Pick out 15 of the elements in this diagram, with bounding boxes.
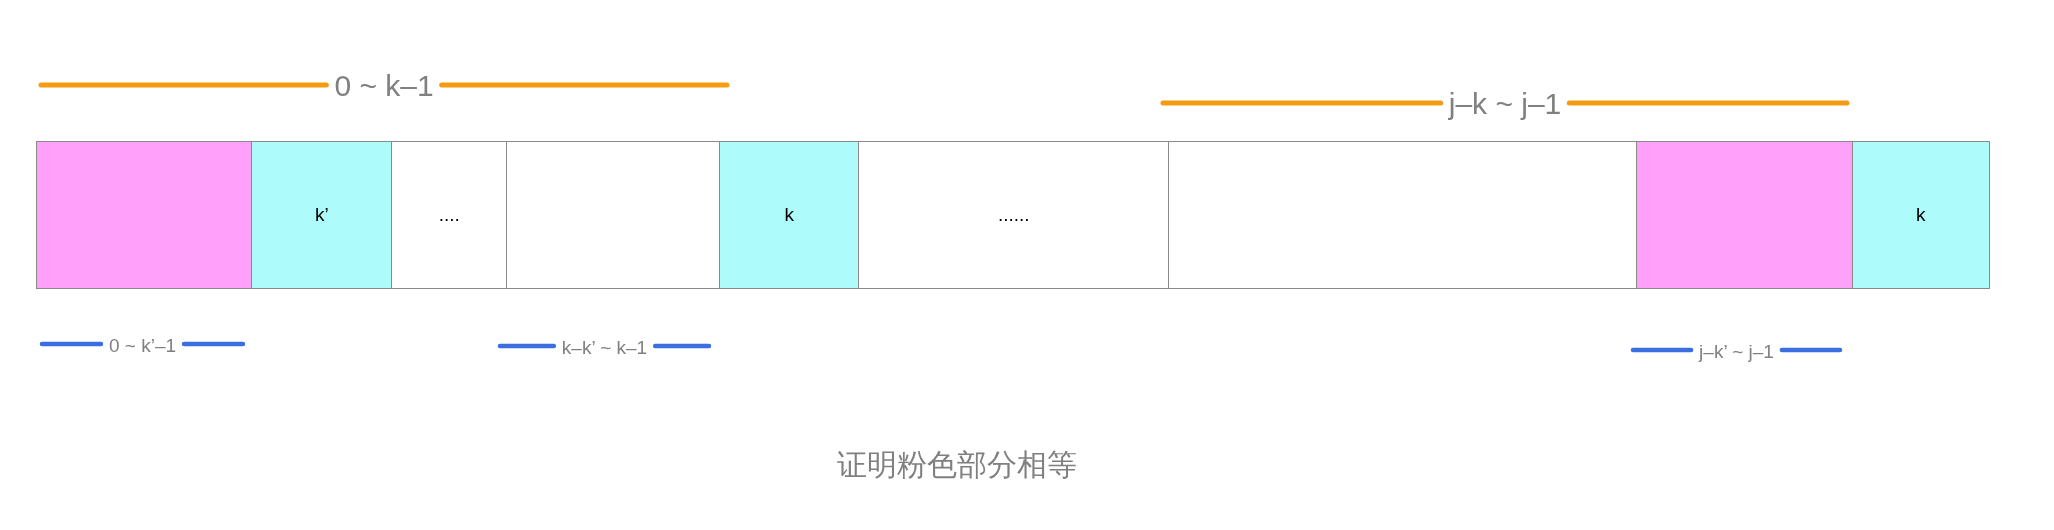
array-cell	[1168, 141, 1638, 289]
array-cell	[36, 141, 253, 289]
range-label: 0 ~ k’–1	[108, 335, 177, 355]
range-label: j–k’ ~ j–1	[1699, 341, 1774, 361]
array-cell: k’	[251, 141, 393, 289]
array-cell: ......	[858, 141, 1170, 289]
array-cell: ....	[391, 141, 508, 289]
range-label: j–k ~ j–1	[1448, 89, 1562, 119]
range-label: 0 ~ k–1	[334, 71, 434, 101]
array-cell	[1636, 141, 1854, 289]
array-cell: k	[719, 141, 860, 289]
caption: 证明粉色部分相等	[837, 448, 1077, 481]
array-cell: k	[1852, 141, 1990, 289]
range-label: k–k’ ~ k–1	[561, 337, 648, 357]
array-cell	[506, 141, 721, 289]
